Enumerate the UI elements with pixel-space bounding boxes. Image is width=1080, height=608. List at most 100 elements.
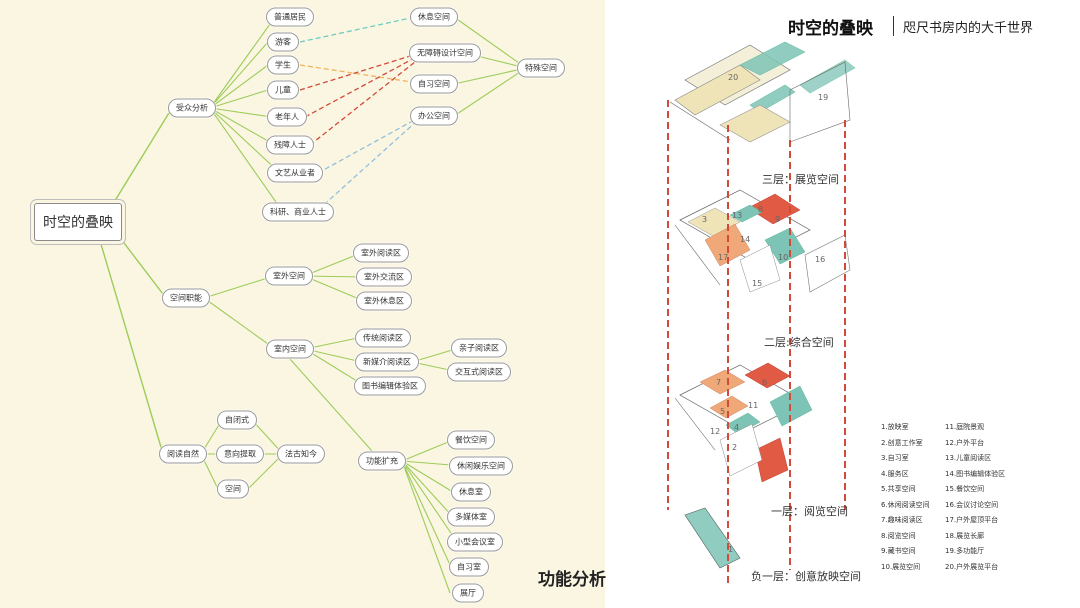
node-user: 老年人 <box>267 107 307 127</box>
legend-item: 14.图书编辑体验区 <box>945 469 1006 478</box>
basement-plan <box>684 507 741 569</box>
legend-item: 7.趣味阅读区 <box>881 516 923 524</box>
node-outdoor: 室外空间 <box>265 266 313 286</box>
connector-b2-indoor <box>203 297 276 350</box>
connector-b1-user <box>209 16 276 109</box>
node-user: 文艺从业者 <box>267 163 323 183</box>
node-outdoor-child: 室外休息区 <box>356 291 412 311</box>
connector-func-child <box>401 460 452 568</box>
connector-outdoor-child <box>303 275 365 278</box>
connector-func-child <box>401 460 454 493</box>
title-divider <box>893 16 894 36</box>
legend-item: 2.创意工作室 <box>881 438 923 447</box>
floor-label: 一层：阅览空间 <box>771 505 848 518</box>
node-indoor-child: 传统阅读区 <box>355 328 411 348</box>
legend-item: 13.儿童阅读区 <box>945 454 992 462</box>
node-space: 无障碍设计空间 <box>409 43 481 63</box>
floor-3-plan <box>669 41 856 143</box>
legend-item: 9.藏书空间 <box>881 547 916 555</box>
floor-label: 三层：展览空间 <box>762 173 839 186</box>
node-function-child: 小型会议室 <box>447 532 503 552</box>
node-user: 学生 <box>267 55 299 75</box>
room-number: 4 <box>734 423 739 432</box>
node-user: 儿童 <box>267 80 299 100</box>
connector-b1-user <box>209 107 276 146</box>
legend-item: 16.会议讨论空间 <box>945 500 999 509</box>
legend-item: 15.餐饮空间 <box>945 485 985 493</box>
connector-outdoor-child <box>303 252 362 277</box>
node-nature-child: 意向提取 <box>216 444 264 464</box>
node-space-function: 空间职能 <box>162 288 210 308</box>
mindmap-root: 时空的叠映 <box>34 203 122 241</box>
page-title: 时空的叠映 <box>788 19 873 39</box>
node-indoor-child: 图书编辑体验区 <box>354 376 426 396</box>
node-read-nature: 阅读自然 <box>159 444 207 464</box>
node-user: 残障人士 <box>266 135 314 155</box>
room-number: 20 <box>728 73 738 82</box>
connector-b1-user <box>209 107 281 174</box>
legend-item: 18.展览长廊 <box>945 531 985 540</box>
room-number: 16 <box>815 255 825 264</box>
connector-indoor-func <box>289 358 373 452</box>
connector-func-child <box>401 460 458 543</box>
legend-item: 3.自习室 <box>881 454 909 462</box>
connector-b1-user <box>209 64 269 109</box>
mindmap-connectors <box>97 16 527 594</box>
node-function-child: 休闲娱乐空间 <box>449 456 513 476</box>
legend-item: 4.服务区 <box>881 469 909 478</box>
mindmap-panel <box>0 0 605 608</box>
node-indoor-child: 新媒介阅读区 <box>355 352 419 372</box>
room-number: 1 <box>728 545 733 554</box>
connector-root-b3 <box>97 233 164 455</box>
floor-1-plan <box>674 362 813 483</box>
room-number: 7 <box>716 378 721 387</box>
node-function-expansion: 功能扩充 <box>358 451 406 471</box>
room-number: 12 <box>710 427 720 436</box>
connector-b1-user <box>209 89 269 109</box>
floor-label: 二层:综合空间 <box>764 336 834 349</box>
node-nature-child: 自闭式 <box>217 410 257 430</box>
legend-item: 17.户外屋顶平台 <box>945 516 999 524</box>
legend-item: 5.共享空间 <box>881 485 916 493</box>
legend-item: 6.休闲阅读空间 <box>881 500 930 509</box>
room-number: 6 <box>762 378 767 387</box>
dash-student-study <box>299 64 426 85</box>
node-function-child: 休息室 <box>451 482 491 502</box>
room-number: 8 <box>758 205 763 214</box>
node-special-space: 特殊空间 <box>517 58 565 78</box>
dash-disabled-accessible <box>309 57 421 146</box>
room-number: 14 <box>740 235 750 244</box>
connector-b1-user <box>209 41 269 109</box>
dash-elder-accessible <box>304 54 421 118</box>
node-user: 游客 <box>267 32 299 52</box>
dash-child-accessible <box>299 52 421 91</box>
node-indoor: 室内空间 <box>266 339 314 359</box>
floor-label: 负一层：创意放映空间 <box>751 570 861 583</box>
connector-space-target <box>453 67 527 117</box>
floor-stack-dashed-lines <box>667 100 846 585</box>
node-outdoor-child: 室外交流区 <box>356 267 412 287</box>
room-number: 11 <box>748 401 758 410</box>
connector-root-b1 <box>107 107 173 213</box>
room-number: 9 <box>775 215 780 224</box>
connector-space-target <box>453 67 527 85</box>
connector-func-child <box>401 439 454 462</box>
room-number: 3 <box>702 215 707 224</box>
legend-item: 8.阅览空间 <box>881 531 916 540</box>
room-number: 17 <box>718 253 728 262</box>
node-newmedia-child: 亲子阅读区 <box>451 338 507 358</box>
node-space: 办公空间 <box>410 106 458 126</box>
connector-func-child <box>401 460 454 518</box>
function-analysis-caption: 功能分析 <box>538 570 606 590</box>
connector-b1-user <box>209 107 284 213</box>
floor-2-plan <box>674 189 851 293</box>
legend-item: 12.户外平台 <box>945 438 985 447</box>
connector-func-child <box>401 460 451 594</box>
node-learn-past: 法古知今 <box>277 444 325 464</box>
page-subtitle: 咫尺书房内的大千世界 <box>903 21 1034 36</box>
node-function-child: 餐饮空间 <box>447 430 495 450</box>
connector-space-target <box>453 16 527 69</box>
room-number: 13 <box>732 211 742 220</box>
node-function-child: 多媒体室 <box>447 507 495 527</box>
dash-visitor-rest <box>299 16 416 43</box>
